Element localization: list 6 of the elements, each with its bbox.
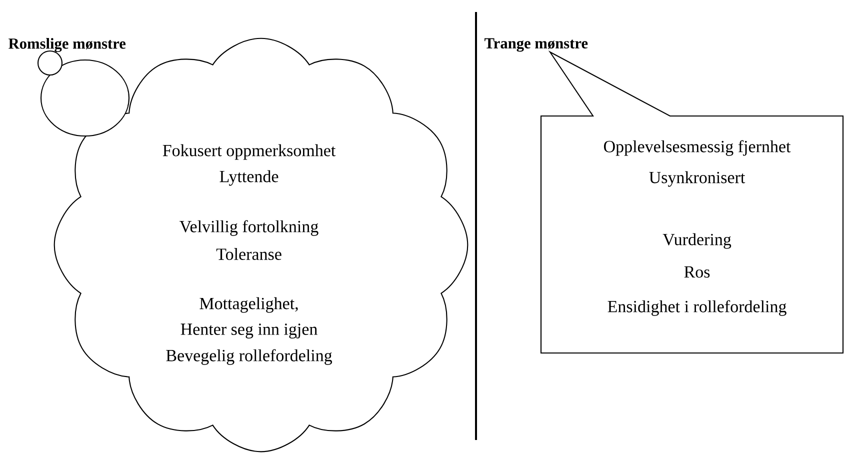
callout-text: Ensidighet i rollefordeling <box>608 300 786 316</box>
callout-text: Vurdering <box>662 233 732 249</box>
callout-text: Opplevelsesmessig fjernhet <box>604 140 791 156</box>
callout-text: Usynkronisert <box>649 171 746 187</box>
heading: Trange mønstre <box>484 38 588 52</box>
callout-text: Ros <box>684 266 710 278</box>
